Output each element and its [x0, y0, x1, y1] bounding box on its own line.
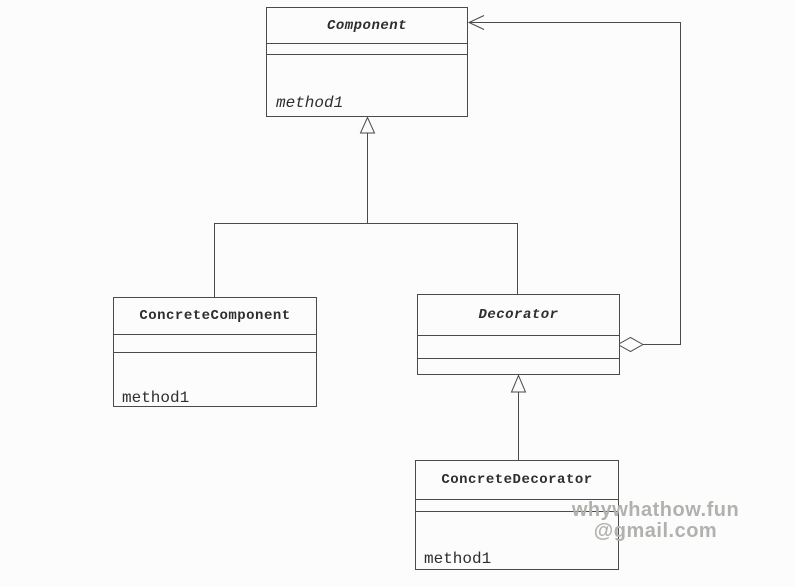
open-arrowhead-icon [467, 15, 485, 30]
class-name-component: Component [326, 17, 408, 34]
methods-compartment: method1 method2 method3 [416, 511, 618, 569]
watermark-site-text: whywhathow.fun [571, 499, 740, 521]
methods-compartment [418, 358, 619, 374]
method-item: method1 [424, 550, 492, 568]
class-name-decorator: Decorator [478, 307, 559, 323]
method-item: method1 [122, 389, 190, 407]
generalization-triangle-icon [359, 116, 376, 134]
aggregation-diamond-icon [616, 336, 645, 353]
class-box-decorator: Decorator component [417, 294, 620, 375]
watermark: whywhathow.fun @gmail.com [558, 500, 753, 542]
aggregation-line [469, 22, 681, 345]
class-box-concrete-component: ConcreteComponent method1 method2 method… [113, 297, 317, 407]
class-box-component: Component method1 method2 method3 [266, 7, 468, 117]
watermark-email-text: @gmail.com [593, 520, 718, 542]
attributes-compartment [416, 499, 618, 511]
generalization-tree-lines [214, 133, 518, 297]
class-box-concrete-decorator: ConcreteDecorator method1 method2 method… [415, 460, 619, 570]
methods-compartment: method1 method2 method3 [267, 54, 467, 116]
method-item: method1 [276, 94, 344, 112]
methods-compartment: method1 method2 method3 [114, 352, 316, 406]
attributes-compartment: component [418, 335, 619, 358]
class-name-concrete-component: ConcreteComponent [139, 308, 291, 324]
attributes-compartment [114, 334, 316, 352]
attributes-compartment [267, 43, 467, 54]
generalization-triangle-icon [510, 374, 527, 393]
class-name-concrete-decorator: ConcreteDecorator [441, 472, 593, 488]
